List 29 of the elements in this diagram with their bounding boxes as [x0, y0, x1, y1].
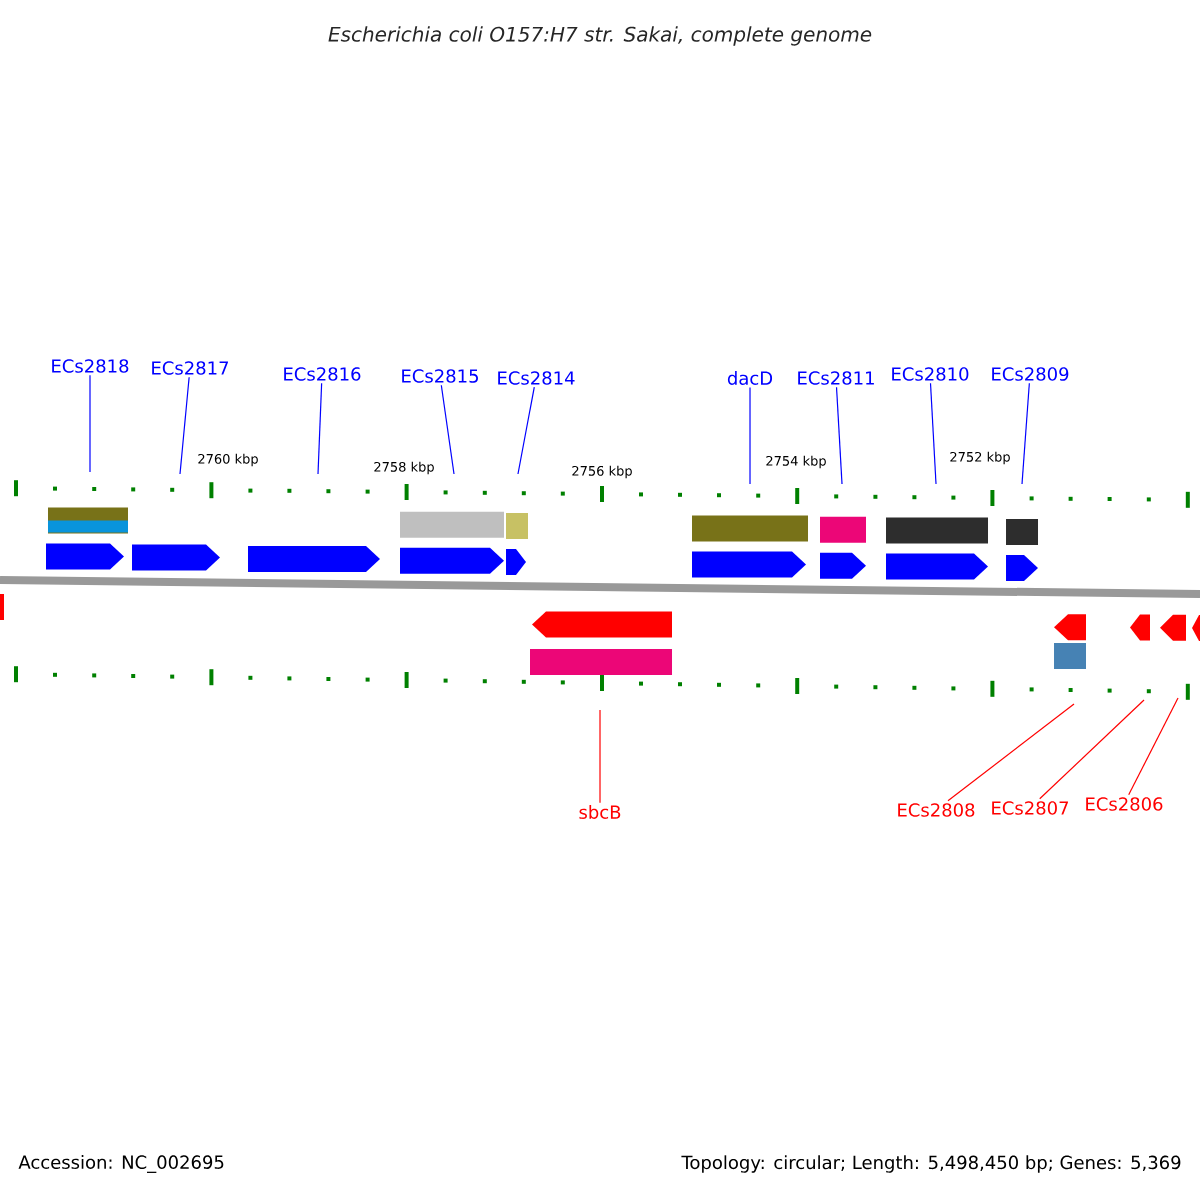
gene-label: ECs2806: [1086, 797, 1163, 811]
gene-label: ECs2810: [892, 367, 969, 381]
gene-label: ECs2808: [898, 803, 975, 817]
gene-label: sbcB: [579, 805, 621, 819]
leader-line: [749, 386, 751, 485]
title: Escherichia coli O157:H7 str. Sakai, complete genome: [328, 26, 872, 46]
leader-line: [835, 386, 843, 485]
gene-label: ECs2818: [52, 359, 129, 373]
gene-label: ECs2817: [152, 361, 228, 375]
gene-label: ECs2815: [402, 369, 478, 383]
leader-line: [1128, 697, 1179, 796]
leader-line: [929, 382, 937, 485]
genome-summary-text: Topology: circular; Length: 5,498,450 bp; Genes: 5,369: [681, 1155, 1181, 1173]
gene-label: ECs2809: [992, 367, 1069, 381]
gene-label: dacD: [727, 371, 773, 385]
leader-line: [517, 386, 535, 475]
leader-line: [317, 382, 323, 475]
leader-line: [1021, 382, 1030, 485]
leader-line: [599, 709, 601, 804]
leader-line: [440, 384, 455, 475]
leader-line: [1039, 699, 1145, 800]
leader-line: [89, 374, 91, 473]
gene-label: ECs2814: [498, 371, 575, 385]
gene-label: ECs2811: [798, 371, 874, 385]
leader-line: [947, 703, 1075, 802]
gene-label: ECs2816: [284, 367, 361, 381]
leader-line: [179, 376, 190, 475]
accession-text: Accession: NC_002695: [18, 1155, 224, 1173]
gene-label: ECs2807: [992, 801, 1068, 815]
